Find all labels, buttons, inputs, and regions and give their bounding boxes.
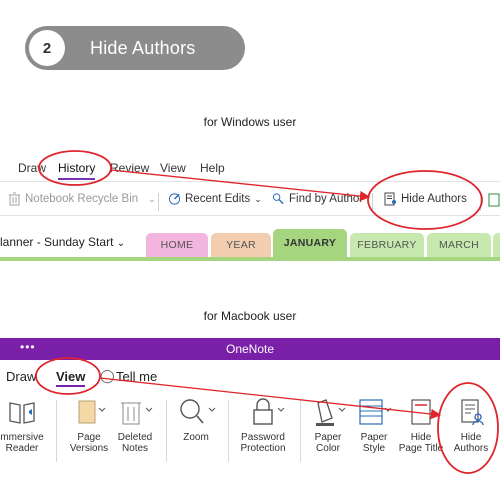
password-protection-label-1: Password: [241, 432, 285, 443]
divider: [300, 400, 301, 462]
hide-authors-label-2: Authors: [453, 443, 489, 454]
password-protection-button[interactable]: Password Protection: [234, 396, 292, 454]
notebook-recycle-bin-label: Notebook Recycle Bin: [25, 193, 139, 205]
tab-history[interactable]: History: [58, 161, 96, 180]
mac-ribbon: ••• OneNote Draw View ◯ Tell me mmersive…: [0, 338, 500, 500]
hide-authors-icon: [384, 192, 396, 206]
tab-view[interactable]: View: [160, 161, 186, 175]
paper-color-label-2: Color: [316, 443, 340, 454]
immersive-reader-label-1: mmersive: [0, 432, 44, 443]
find-by-author-label: Find by Author: [289, 193, 364, 205]
section-name-label: lanner - Sunday Start: [0, 235, 114, 249]
section-tab-february[interactable]: FEBRUARY: [350, 233, 424, 257]
deleted-notes-label-2: Notes: [121, 443, 149, 454]
section-tab-home[interactable]: HOME: [146, 233, 208, 257]
section-tab-year[interactable]: YEAR: [211, 233, 271, 257]
hide-authors-button[interactable]: Hide Authors: [384, 192, 467, 206]
divider: [166, 400, 167, 462]
hide-page-title-button[interactable]: Hide Page Title: [396, 396, 446, 454]
recent-edits-label: Recent Edits: [185, 193, 251, 205]
history-pen-icon: [168, 193, 181, 205]
tab-view[interactable]: View: [56, 369, 86, 387]
deleted-notes-button[interactable]: Deleted Notes: [112, 396, 158, 454]
paper-color-button[interactable]: Paper Color: [306, 396, 350, 454]
paper-style-icon: [359, 399, 392, 425]
section-row: lanner - Sunday Start ⌄ HOME YEAR JANUAR…: [0, 229, 500, 257]
immersive-reader-button[interactable]: mmersive Reader: [0, 396, 44, 454]
immersive-reader-icon: [9, 402, 35, 424]
page-versions-button[interactable]: Page Versions: [64, 396, 114, 454]
mac-caption: for Macbook user: [203, 309, 297, 323]
immersive-reader-label-2: Reader: [5, 443, 39, 454]
windows-ribbon: Draw History Review View Help Notebook R…: [0, 145, 500, 265]
step-title: Hide Authors: [90, 37, 196, 58]
step-number: 2: [29, 30, 65, 66]
zoom-button[interactable]: Zoom: [174, 396, 218, 443]
page-versions-label-2: Versions: [69, 443, 109, 454]
windows-caption: for Windows user: [203, 115, 297, 129]
paper-color-label-1: Paper: [314, 432, 342, 443]
step-pill: 2 Hide Authors: [25, 26, 245, 70]
zoom-icon: [180, 399, 216, 424]
mac-toolbar: mmersive Reader Page Versions Deleted No…: [0, 396, 500, 496]
hide-authors-label-1: Hide: [460, 432, 482, 443]
divider: [158, 193, 159, 211]
notebook-recycle-bin-button[interactable]: Notebook Recycle Bin ⌄: [8, 192, 156, 206]
tab-review[interactable]: Review: [110, 161, 150, 175]
hide-authors-icon: [461, 399, 484, 426]
page-versions-icon: [78, 400, 106, 424]
mac-tab-bar: Draw View ◯ Tell me: [0, 366, 500, 390]
tab-draw[interactable]: Draw: [18, 161, 47, 175]
chevron-down-icon: ⌄: [116, 238, 126, 249]
chevron-down-icon: ⌄: [148, 193, 156, 204]
deleted-notes-label-1: Deleted: [117, 432, 153, 443]
document-icon: [488, 193, 500, 207]
hide-authors-label: Hide Authors: [401, 193, 467, 205]
section-tab-more[interactable]: [493, 233, 500, 257]
paper-color-icon: [316, 399, 346, 426]
tab-tell-me[interactable]: Tell me: [116, 369, 158, 384]
password-protection-label-2: Protection: [240, 443, 286, 454]
section-name-dropdown[interactable]: lanner - Sunday Start ⌄: [0, 235, 125, 249]
page-versions-label-1: Page: [77, 432, 101, 443]
paper-style-label-1: Paper: [360, 432, 388, 443]
section-underline: [0, 257, 500, 261]
hide-authors-button[interactable]: Hide Authors: [446, 396, 496, 454]
divider: [372, 193, 373, 211]
divider: [480, 193, 481, 211]
hide-page-title-label-1: Hide: [410, 432, 432, 443]
zoom-label: Zoom: [183, 432, 209, 443]
hide-page-title-icon: [411, 399, 431, 425]
mac-title-bar: ••• OneNote: [0, 338, 500, 360]
section-tab-january[interactable]: JANUARY: [273, 229, 347, 257]
chevron-down-icon: ⌄: [254, 193, 262, 204]
hide-page-title-label-2: Page Title: [398, 443, 444, 454]
trash-icon: [121, 402, 153, 425]
tab-help[interactable]: Help: [200, 161, 225, 175]
more-dots-icon[interactable]: •••: [20, 340, 36, 354]
window-title: OneNote: [225, 342, 275, 356]
paper-style-label-2: Style: [362, 443, 386, 454]
recent-edits-button[interactable]: Recent Edits ⌄: [168, 192, 262, 206]
windows-tab-bar: Draw History Review View Help: [0, 155, 500, 182]
tab-draw[interactable]: Draw: [6, 369, 37, 384]
lock-icon: [253, 398, 285, 425]
find-by-author-button[interactable]: Find by Author: [272, 192, 363, 206]
section-tab-march[interactable]: MARCH: [427, 233, 491, 257]
find-author-icon: [272, 193, 284, 205]
lightbulb-icon: ◯: [100, 368, 115, 383]
paper-style-button[interactable]: Paper Style: [352, 396, 396, 454]
trash-icon: [9, 192, 20, 206]
windows-command-bar: Notebook Recycle Bin ⌄ Recent Edits ⌄ Fi…: [0, 185, 500, 216]
divider: [56, 400, 57, 462]
divider: [228, 400, 229, 462]
